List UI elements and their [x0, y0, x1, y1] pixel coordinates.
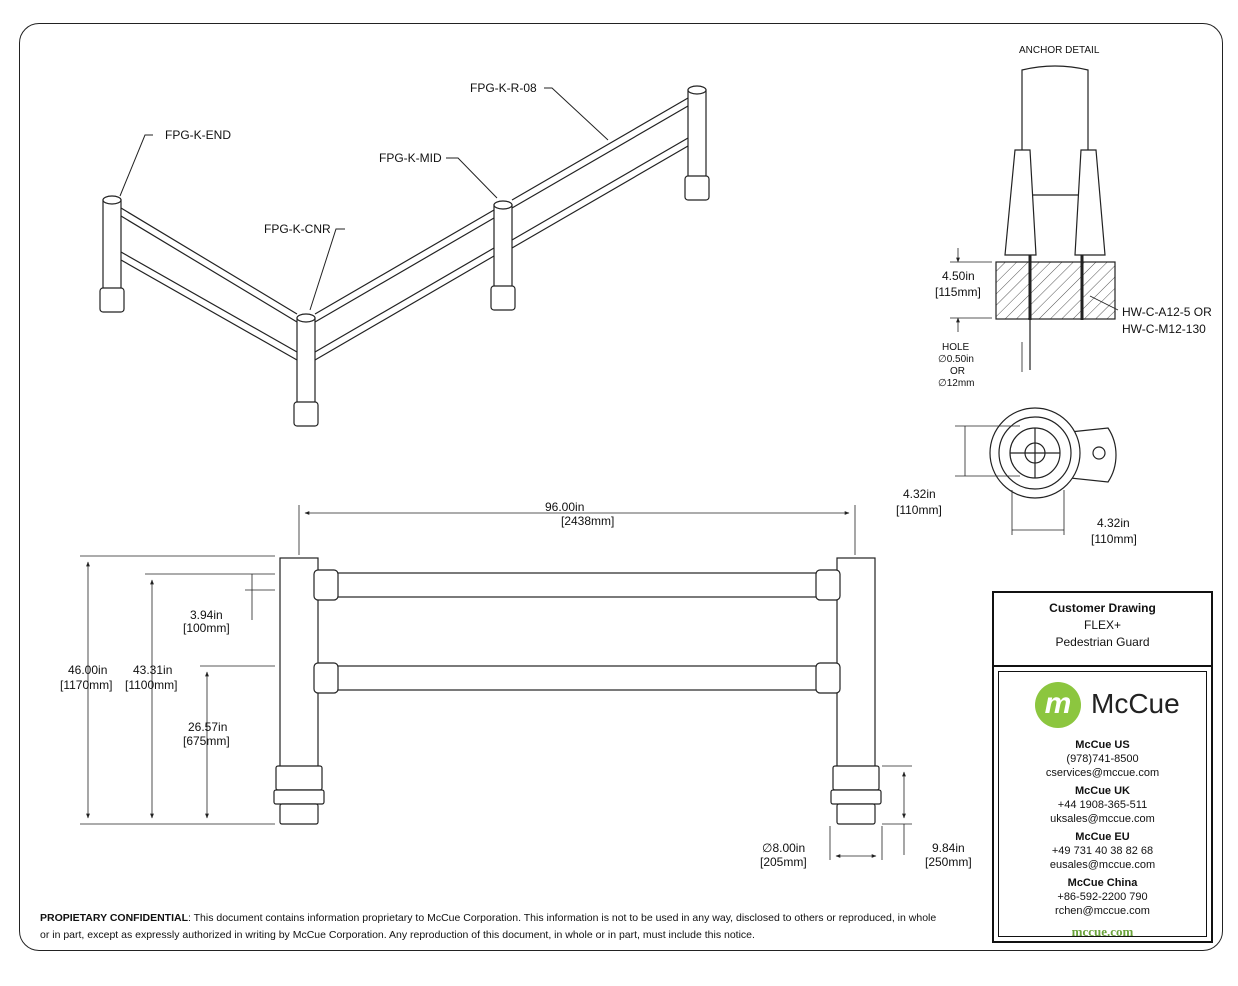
dim-span-in: 96.00in — [545, 500, 584, 514]
dim-span-mm: [2438mm] — [561, 514, 614, 528]
dim-top-mm: [100mm] — [183, 621, 230, 635]
label-fpg-k-mid: FPG-K-MID — [379, 151, 442, 165]
notice-text: : This document contains information pro… — [40, 912, 937, 941]
iso-post-end — [99, 195, 125, 313]
company-info: m McCue McCue US (978)741-8500 cservices… — [998, 671, 1207, 939]
office-china: McCue China +86-592-2200 790 rchen@mccue… — [999, 876, 1206, 918]
product-description: Pedestrian Guard — [1055, 635, 1150, 649]
elevation-dims — [80, 505, 912, 860]
dim-foot-h-in: 9.84in — [932, 841, 965, 855]
isometric-view — [99, 85, 710, 427]
drawing-type: Customer Drawing — [1049, 601, 1156, 615]
hole-or: OR — [950, 366, 965, 377]
office-uk: McCue UK +44 1908-365-511 uksales@mccue.… — [999, 784, 1206, 826]
anchor-dims — [950, 248, 1119, 372]
anchor-embed-mm: [115mm] — [935, 285, 981, 299]
dim-foot-dia-in: ∅8.00in — [762, 841, 805, 855]
drawing-sheet-border — [19, 23, 1223, 951]
base-dims — [955, 425, 1065, 535]
mccue-logo: m McCue — [999, 678, 1206, 734]
office-phone: (978)741-8500 — [1066, 753, 1139, 765]
anchor-detail-title: ANCHOR DETAIL — [1019, 45, 1100, 56]
anchor-bolt-1: HW-C-A12-5 OR — [1122, 305, 1212, 319]
elev-mid-rail — [335, 665, 819, 691]
base-w-mm: [110mm] — [1091, 532, 1137, 546]
office-us: McCue US (978)741-8500 cservices@mccue.c… — [999, 738, 1206, 780]
office-email: rchen@mccue.com — [1055, 905, 1150, 917]
dim-toprail-in: 43.31in — [133, 663, 172, 677]
dim-foot-dia-mm: [205mm] — [760, 855, 807, 869]
dim-total-in: 46.00in — [68, 663, 107, 677]
base-w-in: 4.32in — [1097, 516, 1130, 530]
dim-top-in: 3.94in — [190, 608, 223, 622]
office-name: McCue EU — [1075, 831, 1130, 843]
office-phone: +49 731 40 38 82 68 — [1051, 845, 1154, 857]
dim-total-mm: [1170mm] — [60, 678, 112, 692]
office-email: cservices@mccue.com — [1045, 767, 1160, 779]
logo-text: McCue — [1091, 688, 1180, 719]
front-elevation — [273, 557, 882, 825]
title-block-header: Customer Drawing FLEX+ Pedestrian Guard — [994, 593, 1211, 667]
anchor-embed-in: 4.50in — [942, 269, 975, 283]
dim-midrail-mm: [675mm] — [183, 734, 230, 748]
confidentiality-notice: PROPIETARY CONFIDENTIAL: This document c… — [40, 910, 940, 944]
office-phone: +44 1908-365-511 — [1057, 799, 1148, 811]
label-fpg-k-cnr: FPG-K-CNR — [264, 222, 331, 236]
office-name: McCue US — [1075, 739, 1130, 751]
base-plan — [989, 407, 1117, 499]
base-h-mm: [110mm] — [896, 503, 942, 517]
elev-top-rail — [335, 572, 819, 598]
dim-foot-h-mm: [250mm] — [925, 855, 972, 869]
iso-post-far — [684, 85, 710, 201]
office-eu: McCue EU +49 731 40 38 82 68 eusales@mcc… — [999, 830, 1206, 872]
anchor-detail — [995, 65, 1116, 370]
office-email: eusales@mccue.com — [1049, 859, 1156, 871]
elev-right-post — [836, 557, 876, 771]
dim-toprail-mm: [1100mm] — [125, 678, 177, 692]
base-h-in: 4.32in — [903, 487, 936, 501]
elev-left-post — [279, 557, 319, 771]
label-fpg-k-end: FPG-K-END — [165, 128, 231, 142]
product-name: FLEX+ — [1083, 618, 1122, 632]
hole-in: ∅0.50in — [938, 354, 974, 365]
hole-label: HOLE — [942, 342, 970, 353]
anchor-bolt-2: HW-C-M12-130 — [1122, 322, 1206, 336]
office-email: uksales@mccue.com — [1050, 813, 1155, 825]
office-phone: +86-592-2200 790 — [1057, 891, 1148, 903]
iso-post-mid — [490, 200, 516, 311]
iso-rails — [120, 97, 689, 361]
iso-post-corner — [293, 313, 319, 427]
iso-callouts — [119, 87, 609, 311]
notice-heading: PROPIETARY CONFIDENTIAL — [40, 912, 188, 924]
website-link[interactable]: mccue.com — [1071, 924, 1134, 939]
dim-midrail-in: 26.57in — [188, 720, 227, 734]
office-name: McCue China — [1067, 877, 1138, 889]
title-block: Customer Drawing FLEX+ Pedestrian Guard … — [992, 591, 1213, 943]
hole-mm: ∅12mm — [938, 378, 975, 389]
office-name: McCue UK — [1074, 785, 1130, 797]
logo-icon: m — [1035, 682, 1081, 728]
label-fpg-k-r-08: FPG-K-R-08 — [470, 81, 537, 95]
